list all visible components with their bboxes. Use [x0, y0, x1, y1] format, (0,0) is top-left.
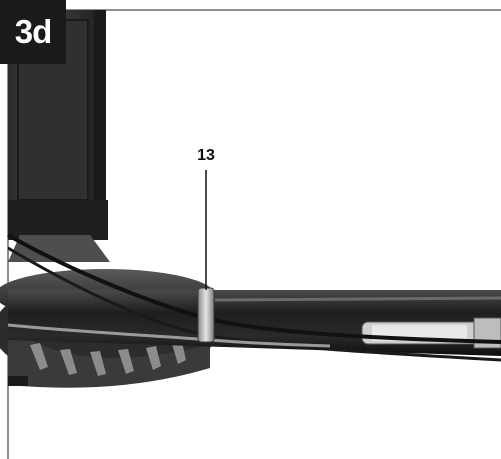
callout-number: 13	[197, 147, 215, 164]
housing-base	[8, 200, 108, 240]
mount-plate	[8, 235, 110, 262]
figure-label: 3d	[0, 0, 66, 64]
disc-shadow	[8, 376, 28, 386]
control-cable-lower	[7, 246, 501, 362]
cable-tie	[197, 287, 215, 343]
housing-edge	[94, 10, 106, 225]
disc-fins	[30, 342, 186, 376]
tube-highlight	[214, 296, 501, 302]
disc-skirt	[8, 320, 210, 388]
